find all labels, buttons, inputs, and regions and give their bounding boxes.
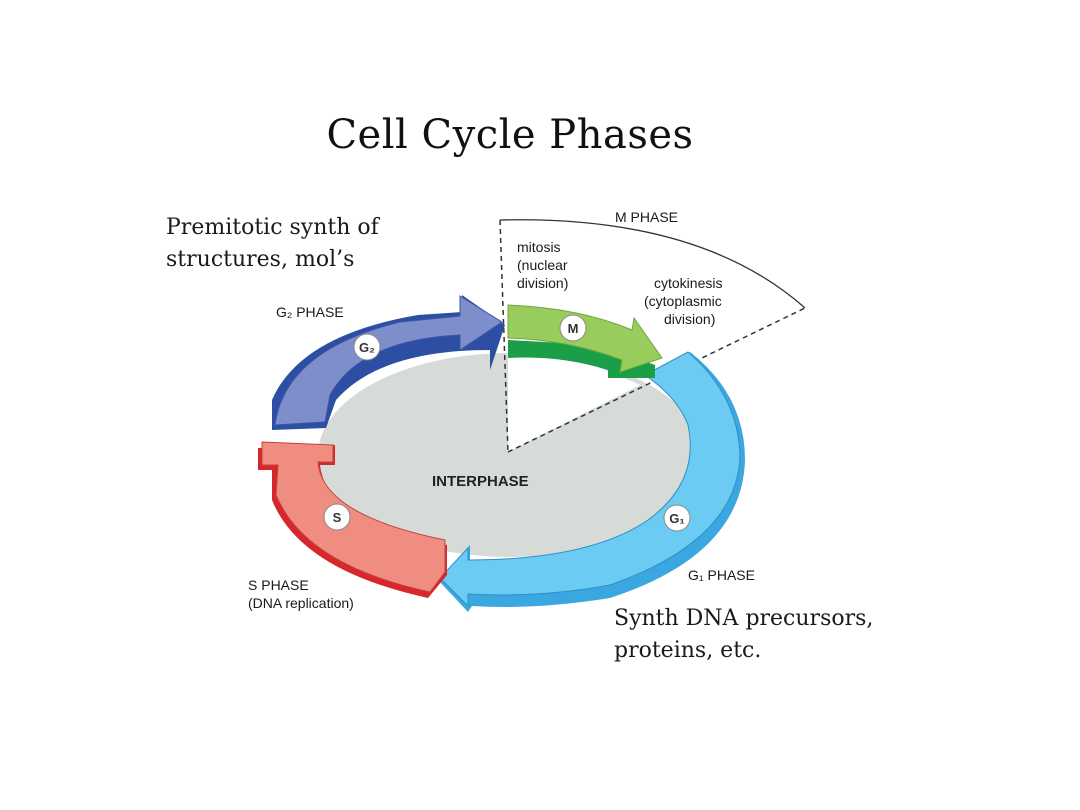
s-phase-arrow <box>258 441 447 598</box>
interphase-label: INTERPHASE <box>432 473 529 490</box>
mitosis-line-1: mitosis <box>517 239 561 255</box>
g2-badge-label: G₂ <box>359 340 375 355</box>
g1-note: Synth DNA precursors, proteins, etc. <box>614 606 874 663</box>
m-phase-arrow <box>507 304 663 378</box>
m-phase-label: M PHASE <box>615 209 678 225</box>
g2-phase-arrow <box>272 295 505 430</box>
mitosis-line-3: division) <box>517 275 568 291</box>
s-phase-sublabel: (DNA replication) <box>248 595 354 611</box>
page-title: Cell Cycle Phases <box>326 112 694 158</box>
g1-phase-label: G₁ PHASE <box>688 567 755 583</box>
m-badge <box>559 314 587 342</box>
g2-note: Premitotic synth of structures, mol’s <box>166 215 379 272</box>
m-phase-sector-arc <box>499 219 806 309</box>
cytokinesis-line-3: division) <box>664 311 715 327</box>
g1-badge-label: G₁ <box>669 511 685 526</box>
m-phase-sector-left <box>499 219 509 453</box>
s-badge-label: S <box>333 510 342 525</box>
g1-badge <box>663 504 691 532</box>
mitosis-line-2: (nuclear <box>517 257 568 273</box>
m-badge-label: M <box>568 321 579 336</box>
g1-phase-arrow <box>438 351 745 612</box>
s-badge <box>323 503 351 531</box>
cytokinesis-line-1: cytokinesis <box>654 275 722 291</box>
g2-badge <box>353 333 381 361</box>
g2-phase-label: G₂ PHASE <box>276 304 344 320</box>
m-phase-wedge <box>508 345 640 452</box>
s-phase-label: S PHASE <box>248 577 309 593</box>
cytokinesis-line-2: (cytoplasmic <box>644 293 722 309</box>
